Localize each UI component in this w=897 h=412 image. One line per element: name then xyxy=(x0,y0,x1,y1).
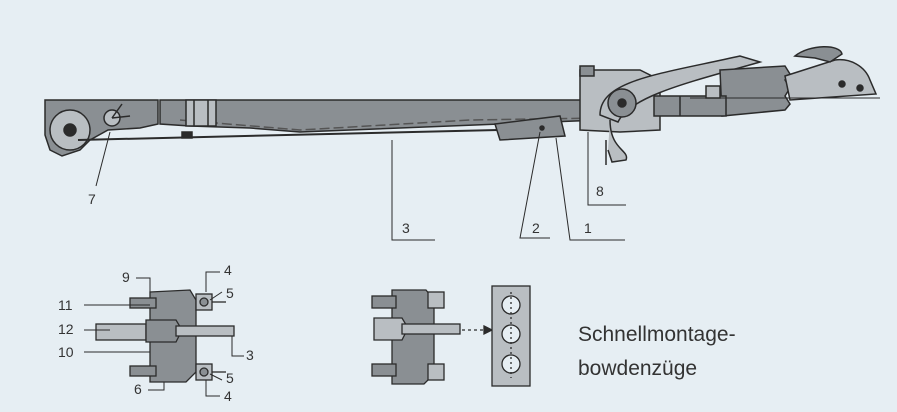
label-9: 9 xyxy=(122,269,130,285)
label-12: 12 xyxy=(58,321,74,337)
label-7: 7 xyxy=(88,191,96,207)
drawbar-assembly xyxy=(44,46,880,165)
label-4-bottom: 4 xyxy=(224,388,232,404)
center-bolt xyxy=(95,323,147,341)
label-1: 1 xyxy=(584,220,592,236)
label-11: 11 xyxy=(58,297,73,313)
coupling-head xyxy=(784,58,878,101)
brake-cable xyxy=(77,129,499,141)
upper-cable xyxy=(129,297,157,309)
caption-line-1: Schnellmontage- xyxy=(578,323,736,346)
caption: Schnellmontage- bowdenzüge xyxy=(578,318,736,386)
top-labels: 7 3 2 1 8 xyxy=(88,183,604,236)
label-4-top: 4 xyxy=(224,262,232,278)
clamp-detail xyxy=(95,289,235,383)
damper-bellows xyxy=(719,65,791,117)
label-3: 3 xyxy=(402,220,410,236)
clamp-leaders xyxy=(84,271,244,397)
wheel-hub-inner xyxy=(63,123,77,137)
shock-absorber xyxy=(653,95,727,117)
label-6: 6 xyxy=(134,381,142,397)
top-leaders xyxy=(95,131,626,241)
label-5-bottom: 5 xyxy=(226,370,234,386)
label-3-detail: 3 xyxy=(246,347,254,363)
compensator xyxy=(494,115,566,141)
lower-cable xyxy=(129,365,157,377)
label-8: 8 xyxy=(596,183,604,199)
bar-clamp xyxy=(185,99,217,127)
label-2: 2 xyxy=(532,220,540,236)
label-10: 10 xyxy=(58,344,74,360)
quick-mount-detail xyxy=(371,285,531,387)
label-5-top: 5 xyxy=(226,285,234,301)
caption-line-2: bowdenzüge xyxy=(578,357,698,380)
clamp-labels: 9 4 5 11 12 10 3 5 6 4 xyxy=(58,262,254,404)
